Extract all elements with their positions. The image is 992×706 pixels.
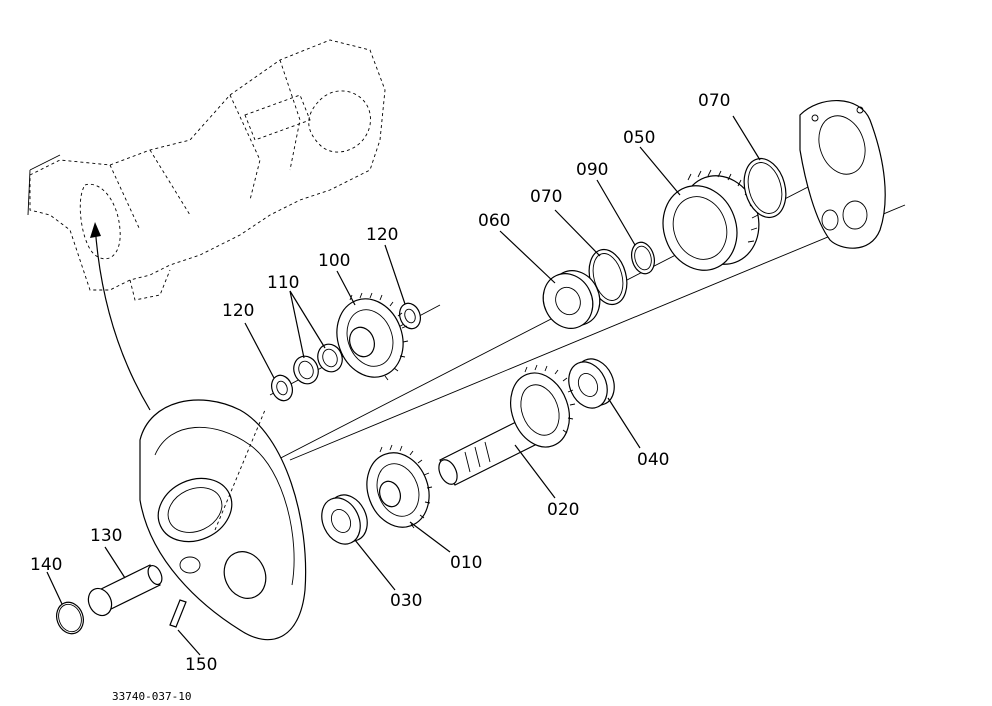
gear-010: [366, 444, 433, 529]
label-part-030: 030: [390, 591, 422, 611]
assembly-arrow: [90, 222, 151, 411]
rear-bracket: [799, 100, 886, 249]
ball-bearing-040: [568, 358, 615, 409]
idle-shaft-130: [87, 564, 163, 617]
label-part-070: 070: [530, 187, 562, 207]
label-part-060: 060: [478, 211, 510, 231]
label-part-100: 100: [318, 251, 350, 271]
shaft-gear-020: [438, 364, 576, 486]
label-part-090: 090: [576, 160, 608, 180]
o-ring-140: [56, 601, 84, 635]
label-part-110: 110: [267, 273, 299, 293]
label-part-150: 150: [185, 655, 217, 675]
snap-ring-080: [743, 157, 787, 219]
ball-bearing-060: [542, 270, 601, 329]
thrust-washer-120-lower: [271, 374, 293, 402]
transmission-case: [27, 39, 386, 301]
label-part-020: 020: [547, 500, 579, 520]
label-part-130: 130: [90, 526, 122, 546]
label-part-080: 070: [698, 91, 730, 111]
idle-gear-100: [336, 292, 409, 381]
label-part-010: 010: [450, 553, 482, 573]
pin-150: [169, 599, 187, 628]
needle-bearing-110: [293, 343, 343, 385]
front-cover: [139, 399, 307, 641]
label-part-140: 140: [30, 555, 62, 575]
snap-ring-090: [630, 241, 656, 275]
figure-code: 33740-037-10: [112, 690, 191, 703]
ring-gear-050: [662, 169, 760, 271]
part-labels: 070 050 090 070 060 120 100 110 120 040 …: [30, 91, 730, 703]
thrust-washer-120-upper: [399, 302, 421, 330]
label-part-050: 050: [623, 128, 655, 148]
label-part-120-lower: 120: [222, 301, 254, 321]
leader-lines: [46, 115, 761, 656]
ball-bearing-030: [321, 494, 368, 545]
label-part-040: 040: [637, 450, 669, 470]
label-part-120-upper: 120: [366, 225, 398, 245]
